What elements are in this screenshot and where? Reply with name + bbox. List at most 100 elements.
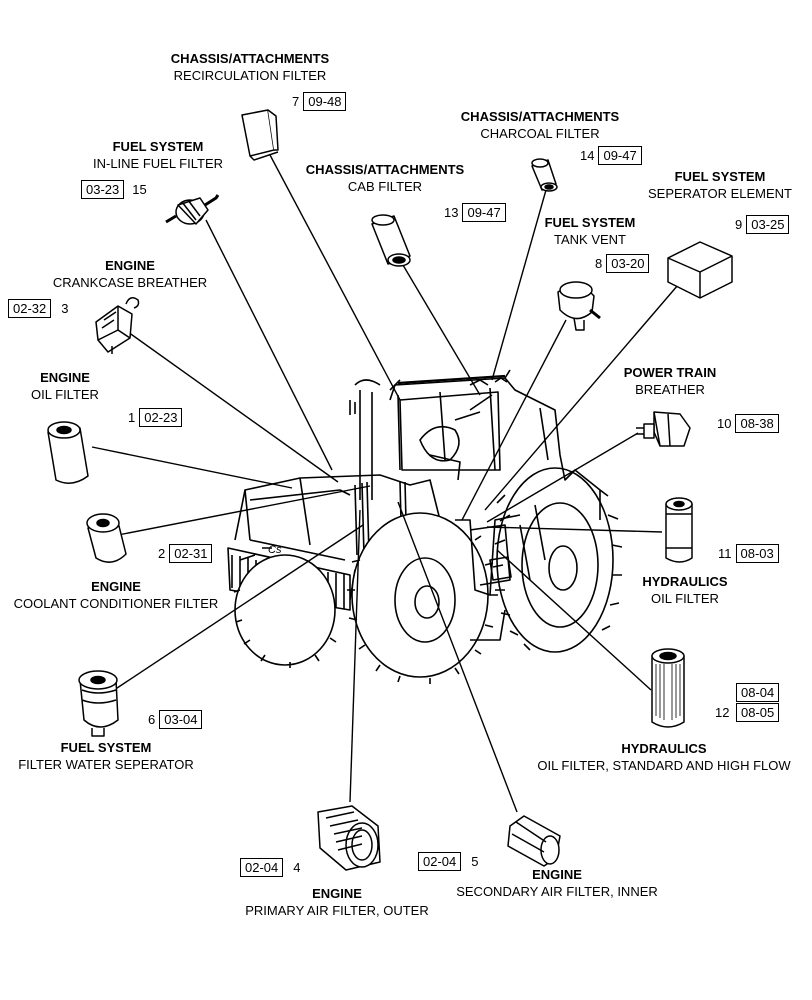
- label-item-3: ENGINE CRANKCASE BREATHER: [30, 257, 230, 291]
- charcoal-filter-icon: [531, 158, 558, 192]
- recirculation-filter-icon: [241, 109, 279, 161]
- reference-box[interactable]: 03-04: [159, 710, 203, 729]
- hydraulic-oil-filter-icon: [665, 497, 693, 563]
- item-number: 12: [715, 705, 730, 720]
- tractor-brand-text: Cs: [268, 544, 282, 556]
- label-item-4: ENGINE PRIMARY AIR FILTER, OUTER: [225, 885, 449, 919]
- callout-item-4: 02-04 4: [240, 858, 304, 877]
- cab-filter-icon: [371, 214, 411, 267]
- item-number: 1: [128, 410, 136, 425]
- reference-box[interactable]: 03-20: [606, 254, 650, 273]
- system-name: FUEL SYSTEM: [60, 740, 152, 755]
- system-name: POWER TRAIN: [623, 365, 717, 380]
- tractor-illustration: [227, 369, 623, 684]
- callout-item-3: 02-32 3: [8, 299, 72, 318]
- part-name: RECIRCULATION FILTER: [173, 68, 327, 83]
- item-number: 13: [444, 205, 459, 220]
- system-name: FUEL SYSTEM: [544, 215, 636, 230]
- callout-item-6: 6 03-04: [148, 710, 203, 729]
- part-name: SEPERATOR ELEMENT: [648, 186, 792, 201]
- reference-box[interactable]: 08-03: [735, 544, 779, 563]
- reference-box[interactable]: 02-31: [169, 544, 213, 563]
- reference-box-secondary[interactable]: 08-05: [736, 703, 780, 722]
- item-number: 5: [471, 854, 479, 869]
- reference-box[interactable]: 03-25: [746, 215, 790, 234]
- reference-box[interactable]: 02-04: [240, 858, 284, 877]
- system-name: ENGINE: [312, 886, 362, 901]
- callout-item-5: 02-04 5: [418, 852, 482, 871]
- label-item-2: ENGINE COOLANT CONDITIONER FILTER: [0, 578, 232, 612]
- reference-box[interactable]: 08-38: [735, 414, 779, 433]
- item-number: 8: [595, 256, 603, 271]
- reference-box[interactable]: 08-04: [736, 683, 780, 702]
- power-train-breather-icon: [636, 411, 691, 447]
- system-name: ENGINE: [532, 867, 582, 882]
- label-item-8: FUEL SYSTEM TANK VENT: [520, 214, 660, 248]
- reference-box[interactable]: 09-47: [598, 146, 642, 165]
- leader-lines: [91, 154, 679, 813]
- part-name: IN-LINE FUEL FILTER: [92, 156, 224, 171]
- item-number: 2: [158, 546, 166, 561]
- item-number: 6: [148, 712, 156, 727]
- part-name: OIL FILTER: [651, 591, 719, 606]
- label-item-15: FUEL SYSTEM IN-LINE FUEL FILTER: [68, 138, 248, 172]
- callout-item-10: 10 08-38: [717, 414, 779, 433]
- reference-box[interactable]: 09-47: [462, 203, 506, 222]
- part-name: CAB FILTER: [347, 179, 423, 194]
- crankcase-breather-icon: [95, 297, 140, 354]
- system-name: FUEL SYSTEM: [112, 139, 204, 154]
- callout-item-7: 7 09-48: [292, 92, 347, 111]
- callout-item-12: 12 08-04 08-05: [712, 683, 792, 723]
- reference-box[interactable]: 02-23: [139, 408, 183, 427]
- item-number: 10: [717, 416, 732, 431]
- inline-fuel-filter-icon: [165, 194, 220, 225]
- part-name: OIL FILTER: [31, 387, 99, 402]
- system-name: CHASSIS/ATTACHMENTS: [170, 51, 330, 66]
- part-name: OIL FILTER, STANDARD AND HIGH FLOW: [537, 758, 791, 773]
- label-item-1: ENGINE OIL FILTER: [10, 369, 120, 403]
- item-number: 14: [580, 148, 595, 163]
- system-name: ENGINE: [40, 370, 90, 385]
- primary-air-filter-icon: [317, 805, 381, 871]
- part-name: COOLANT CONDITIONER FILTER: [13, 596, 219, 611]
- system-name: ENGINE: [91, 579, 141, 594]
- label-item-6: FUEL SYSTEM FILTER WATER SEPERATOR: [0, 739, 212, 773]
- part-name: PRIMARY AIR FILTER, OUTER: [245, 903, 429, 918]
- callout-item-11: 11 08-03: [718, 544, 779, 563]
- system-name: CHASSIS/ATTACHMENTS: [460, 109, 620, 124]
- item-number: 9: [735, 217, 743, 232]
- system-name: HYDRAULICS: [621, 741, 707, 756]
- item-number: 7: [292, 94, 300, 109]
- hydraulic-high-flow-filter-icon: [651, 648, 685, 728]
- callout-item-13: 13 09-47: [444, 203, 506, 222]
- part-name: FILTER WATER SEPERATOR: [18, 757, 194, 772]
- label-item-9: FUEL SYSTEM SEPERATOR ELEMENT: [630, 168, 810, 202]
- reference-box[interactable]: 03-23: [81, 180, 125, 199]
- part-name: CHARCOAL FILTER: [480, 126, 600, 141]
- water-separator-filter-icon: [78, 670, 119, 737]
- callout-item-9: 9 03-25: [735, 215, 790, 234]
- coolant-conditioner-filter-icon: [86, 513, 127, 563]
- part-name: CRANKCASE BREATHER: [52, 275, 208, 290]
- part-name: TANK VENT: [554, 232, 626, 247]
- label-item-14: CHASSIS/ATTACHMENTS CHARCOAL FILTER: [440, 108, 640, 142]
- item-number: 11: [718, 546, 732, 561]
- reference-box[interactable]: 02-04: [418, 852, 462, 871]
- reference-box[interactable]: 02-32: [8, 299, 52, 318]
- tank-vent-icon: [557, 281, 601, 331]
- callout-item-2: 2 02-31: [158, 544, 213, 563]
- system-name: FUEL SYSTEM: [674, 169, 766, 184]
- separator-element-icon: [667, 241, 733, 299]
- label-item-11: HYDRAULICS OIL FILTER: [620, 573, 750, 607]
- label-item-5: ENGINE SECONDARY AIR FILTER, INNER: [440, 866, 674, 900]
- item-number: 3: [61, 301, 69, 316]
- label-item-13: CHASSIS/ATTACHMENTS CAB FILTER: [285, 161, 485, 195]
- engine-oil-filter-icon: [47, 421, 89, 484]
- callout-item-15: 03-23 15: [81, 180, 151, 199]
- reference-box[interactable]: 09-48: [303, 92, 347, 111]
- secondary-air-filter-icon: [507, 815, 561, 867]
- part-name: SECONDARY AIR FILTER, INNER: [456, 884, 658, 899]
- item-number: 4: [293, 860, 301, 875]
- callout-item-14: 14 09-47: [580, 146, 642, 165]
